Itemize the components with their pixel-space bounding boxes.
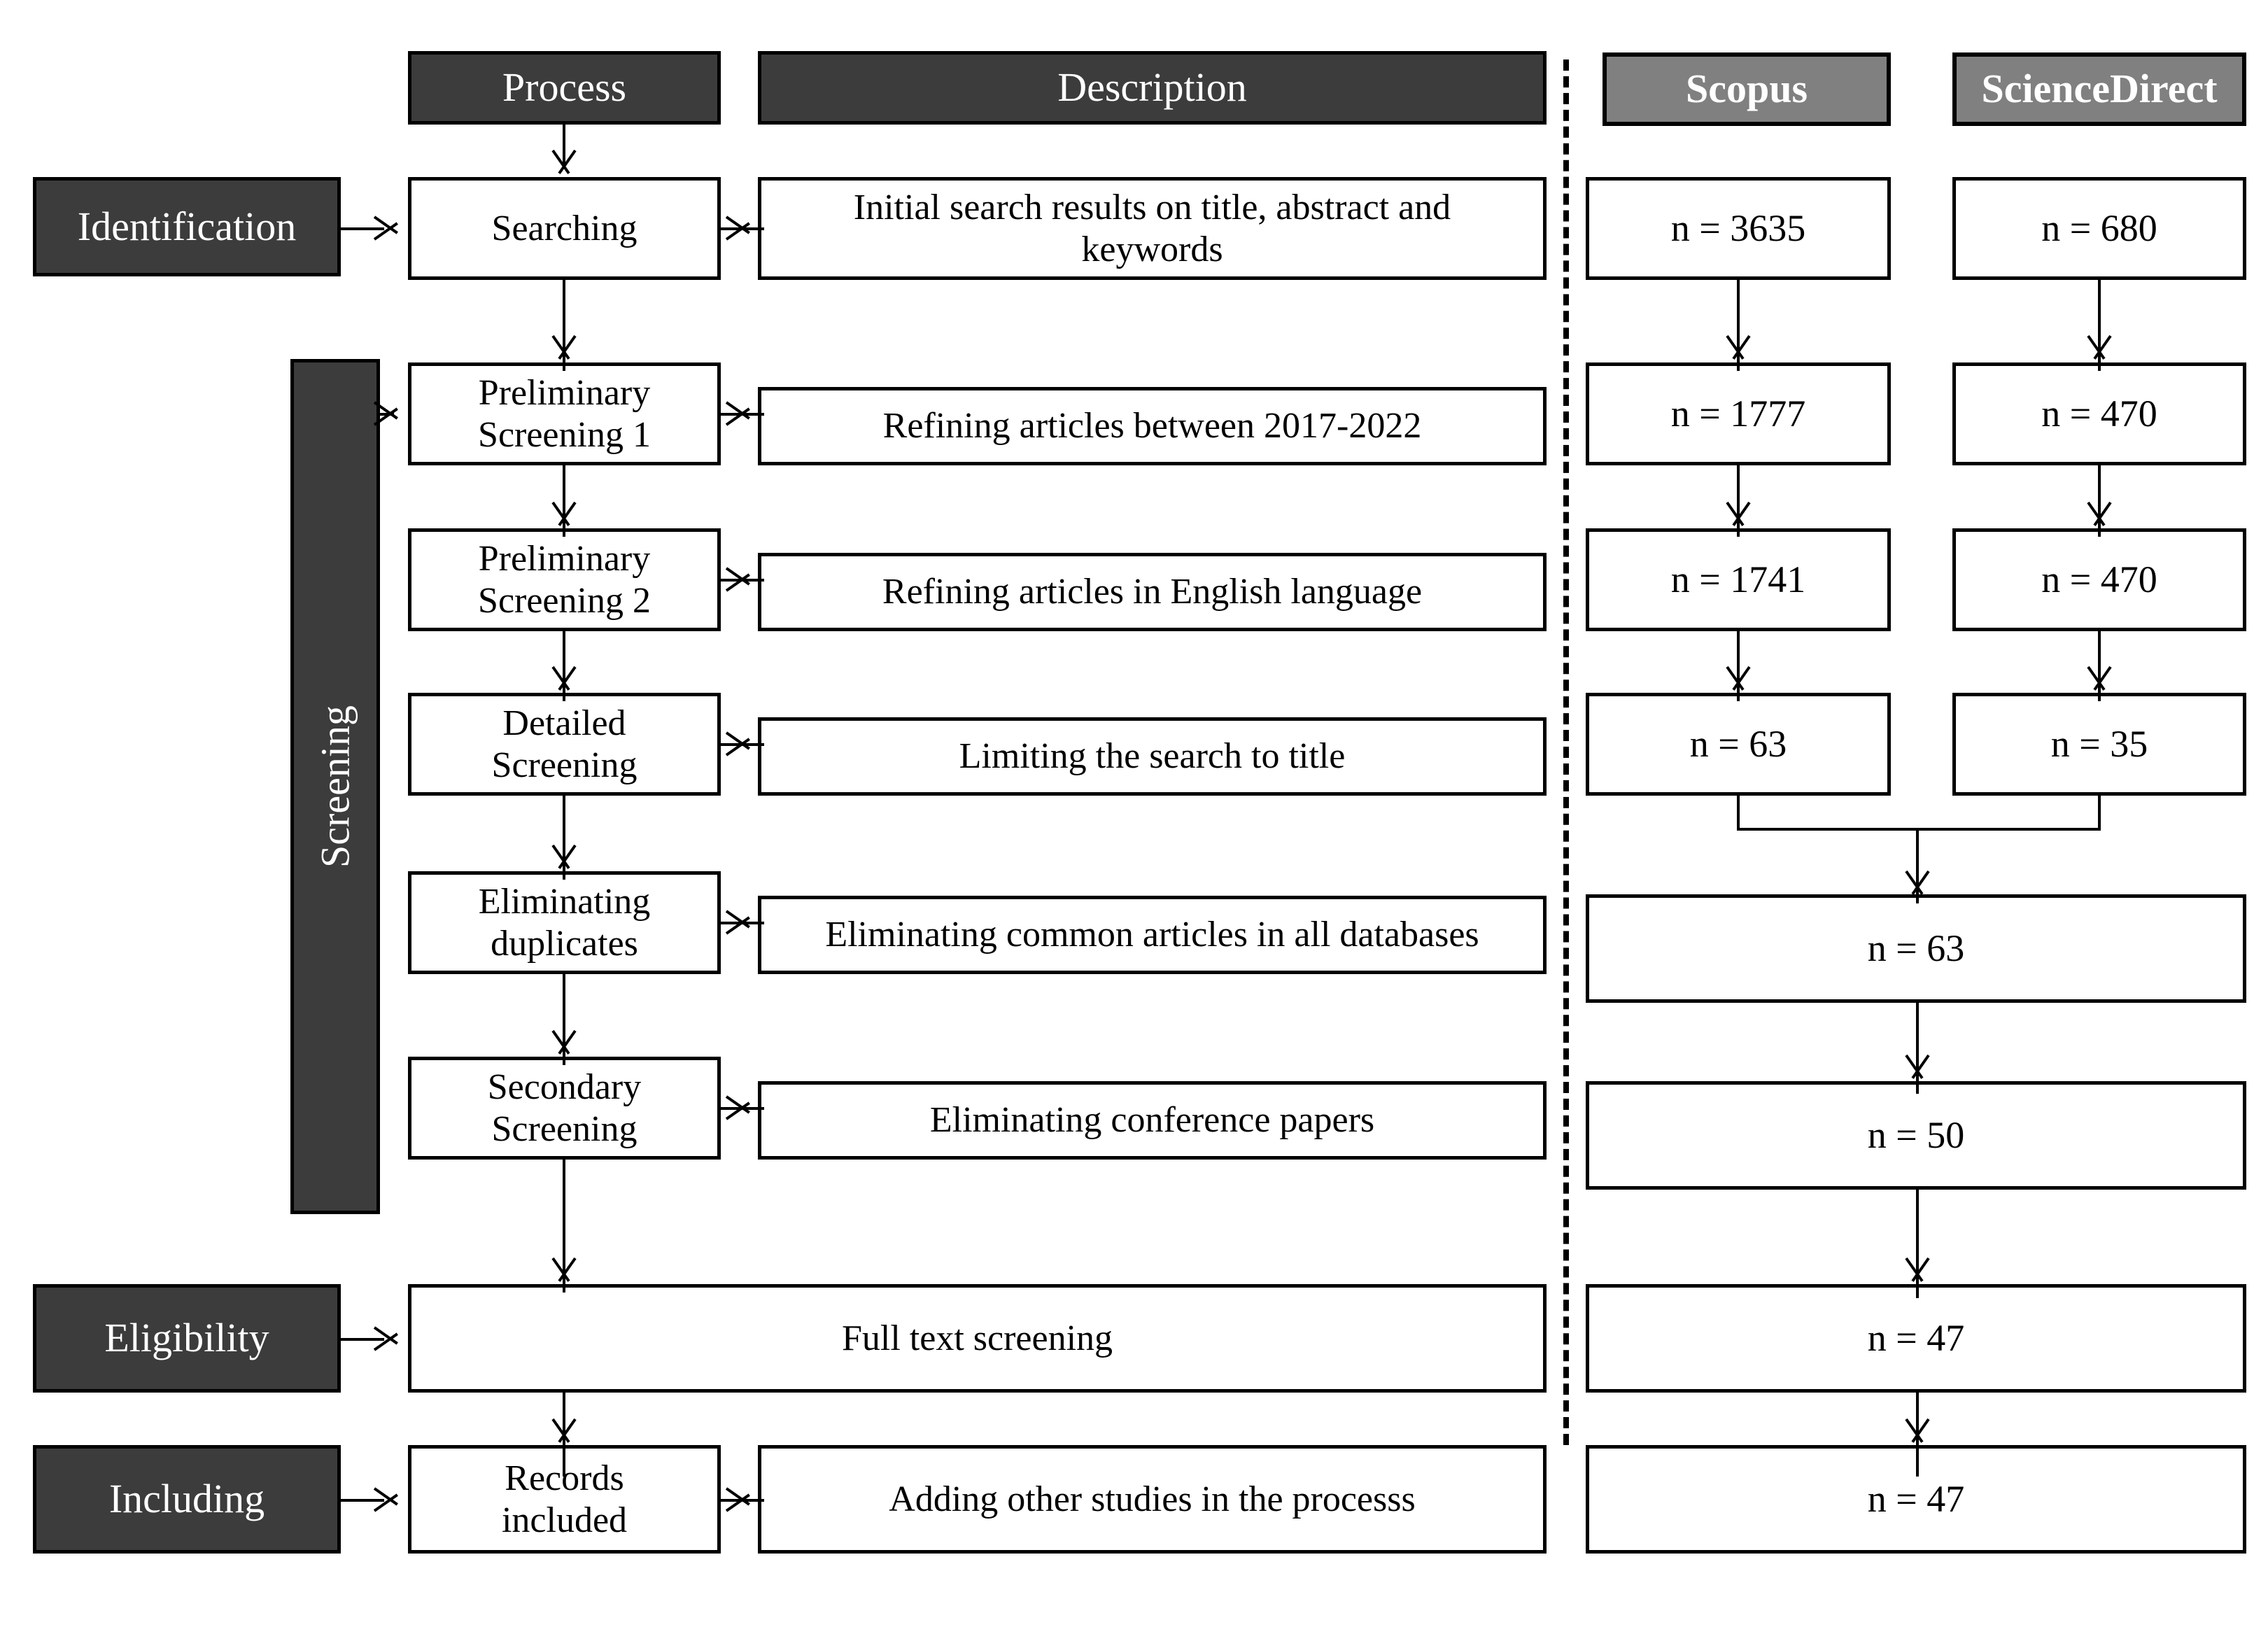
stage-label-eligibility: Eligibility — [33, 1284, 341, 1393]
sciencedirect-count-row-4: n = 35 — [1952, 693, 2246, 796]
stage-label-screening-text: Screening — [312, 705, 358, 868]
arrowhead-down — [1722, 336, 1754, 360]
arrowhead-down — [548, 502, 580, 526]
arrowhead-down — [1901, 1055, 1934, 1079]
connector-merge-down — [1916, 828, 1919, 903]
arrowhead-right — [726, 563, 750, 596]
column-header-description: Description — [758, 51, 1547, 125]
arrowhead-down — [548, 1419, 580, 1443]
connector-identification-to-searching — [341, 227, 384, 230]
connector-scopus-2-to-3 — [1737, 465, 1740, 537]
column-divider — [1563, 59, 1569, 1445]
arrowhead-right — [726, 1092, 750, 1124]
connector-merge-scopus-stub — [1737, 796, 1740, 829]
arrowhead-down — [2083, 667, 2115, 691]
arrowhead-right — [374, 212, 398, 244]
process-line-2: Screening 2 — [478, 580, 651, 621]
process-line-2: duplicates — [491, 923, 638, 964]
arrowhead-down — [2083, 502, 2115, 526]
merged-count-secondary-screening: n = 50 — [1586, 1081, 2246, 1190]
merged-count-full-text-screening: n = 47 — [1586, 1284, 2246, 1393]
connector-merge-sciencedirect-stub — [2098, 796, 2101, 829]
connector-duplicates-to-secondary — [563, 974, 565, 1065]
arrowhead-down — [1901, 871, 1934, 895]
process-line-2: Screening 1 — [478, 414, 651, 455]
arrowhead-right — [726, 906, 750, 938]
connector-prelim1-to-prelim2 — [563, 465, 565, 537]
process-line-2: included — [501, 1500, 628, 1540]
description-box-eliminating-common: Eliminating common articles in all datab… — [758, 896, 1547, 974]
process-line-1: Detailed — [502, 703, 626, 743]
connector-eligibility-to-fulltext — [341, 1338, 384, 1341]
scopus-count-row-1: n = 3635 — [1586, 177, 1891, 280]
arrowhead-right — [726, 728, 750, 760]
process-box-detailed-screening: Detailed Screening — [408, 693, 721, 796]
arrowhead-down — [1722, 502, 1754, 526]
connector-searching-to-prelim1 — [563, 280, 565, 371]
arrowhead-down — [548, 1258, 580, 1282]
process-box-preliminary-screening-2: Preliminary Screening 2 — [408, 528, 721, 631]
description-box-full-text-screening: Full text screening — [408, 1284, 1547, 1393]
connector-detailed-to-duplicates — [563, 796, 565, 880]
arrowhead-right — [726, 1484, 750, 1516]
merged-count-eliminating-duplicates: n = 63 — [1586, 894, 2246, 1003]
arrowhead-down — [548, 336, 580, 360]
column-header-scopus: Scopus — [1603, 52, 1891, 126]
connector-sciencedirect-2-to-3 — [2098, 465, 2101, 537]
arrowhead-down — [1722, 667, 1754, 691]
description-box-adding-other-studies: Adding other studies in the processs — [758, 1445, 1547, 1554]
sciencedirect-count-row-3: n = 470 — [1952, 528, 2246, 631]
description-box-refining-english: Refining articles in English language — [758, 553, 1547, 631]
stage-label-screening: Screening — [290, 359, 380, 1214]
description-box-eliminating-conference: Eliminating conference papers — [758, 1081, 1547, 1160]
arrowhead-down — [548, 1031, 580, 1055]
connector-secondary-to-fulltext — [563, 1160, 565, 1293]
arrowhead-right — [726, 212, 750, 244]
process-line-1: Preliminary — [478, 538, 651, 579]
arrowhead-right — [726, 397, 750, 430]
connector-merge-horizontal — [1737, 828, 2101, 831]
arrowhead-down — [2083, 336, 2115, 360]
process-line-1: Secondary — [487, 1066, 642, 1107]
arrowhead-down — [1901, 1419, 1934, 1443]
description-line-2: keywords — [1081, 229, 1223, 269]
arrowhead-down — [548, 150, 580, 174]
sciencedirect-count-row-2: n = 470 — [1952, 362, 2246, 465]
connector-merged-63-to-50 — [1916, 1003, 1919, 1094]
arrowhead-down — [548, 667, 580, 691]
arrowhead-right — [374, 1484, 398, 1516]
process-box-preliminary-screening-1: Preliminary Screening 1 — [408, 362, 721, 465]
process-line-2: Screening — [491, 745, 638, 785]
sciencedirect-count-row-1: n = 680 — [1952, 177, 2246, 280]
process-line-2: Screening — [491, 1108, 638, 1149]
arrowhead-down — [1901, 1258, 1934, 1282]
column-header-process: Process — [408, 51, 721, 125]
connector-header-to-searching — [563, 125, 565, 168]
description-box-limiting-title: Limiting the search to title — [758, 717, 1547, 796]
scopus-count-row-4: n = 63 — [1586, 693, 1891, 796]
column-header-sciencedirect: ScienceDirect — [1952, 52, 2246, 126]
arrowhead-right — [374, 397, 398, 430]
connector-sciencedirect-1-to-2 — [2098, 280, 2101, 371]
process-box-secondary-screening: Secondary Screening — [408, 1057, 721, 1160]
connector-including-to-records — [341, 1499, 384, 1502]
arrowhead-right — [374, 1323, 398, 1355]
connector-scopus-1-to-2 — [1737, 280, 1740, 371]
connector-prelim2-to-detailed — [563, 631, 565, 701]
connector-merged-50-to-47 — [1916, 1190, 1919, 1298]
description-box-initial-search: Initial search results on title, abstrac… — [758, 177, 1547, 280]
stage-label-identification: Identification — [33, 177, 341, 276]
connector-sciencedirect-3-to-4 — [2098, 631, 2101, 701]
scopus-count-row-3: n = 1741 — [1586, 528, 1891, 631]
connector-scopus-3-to-4 — [1737, 631, 1740, 701]
process-line-1: Preliminary — [478, 372, 651, 413]
stage-label-including: Including — [33, 1445, 341, 1554]
process-line-1: Eliminating — [478, 881, 651, 922]
arrowhead-down — [548, 845, 580, 869]
description-line-1: Initial search results on title, abstrac… — [853, 187, 1451, 227]
description-box-refining-years: Refining articles between 2017-2022 — [758, 387, 1547, 465]
process-box-searching: Searching — [408, 177, 721, 280]
process-box-eliminating-duplicates: Eliminating duplicates — [408, 871, 721, 974]
scopus-count-row-2: n = 1777 — [1586, 362, 1891, 465]
